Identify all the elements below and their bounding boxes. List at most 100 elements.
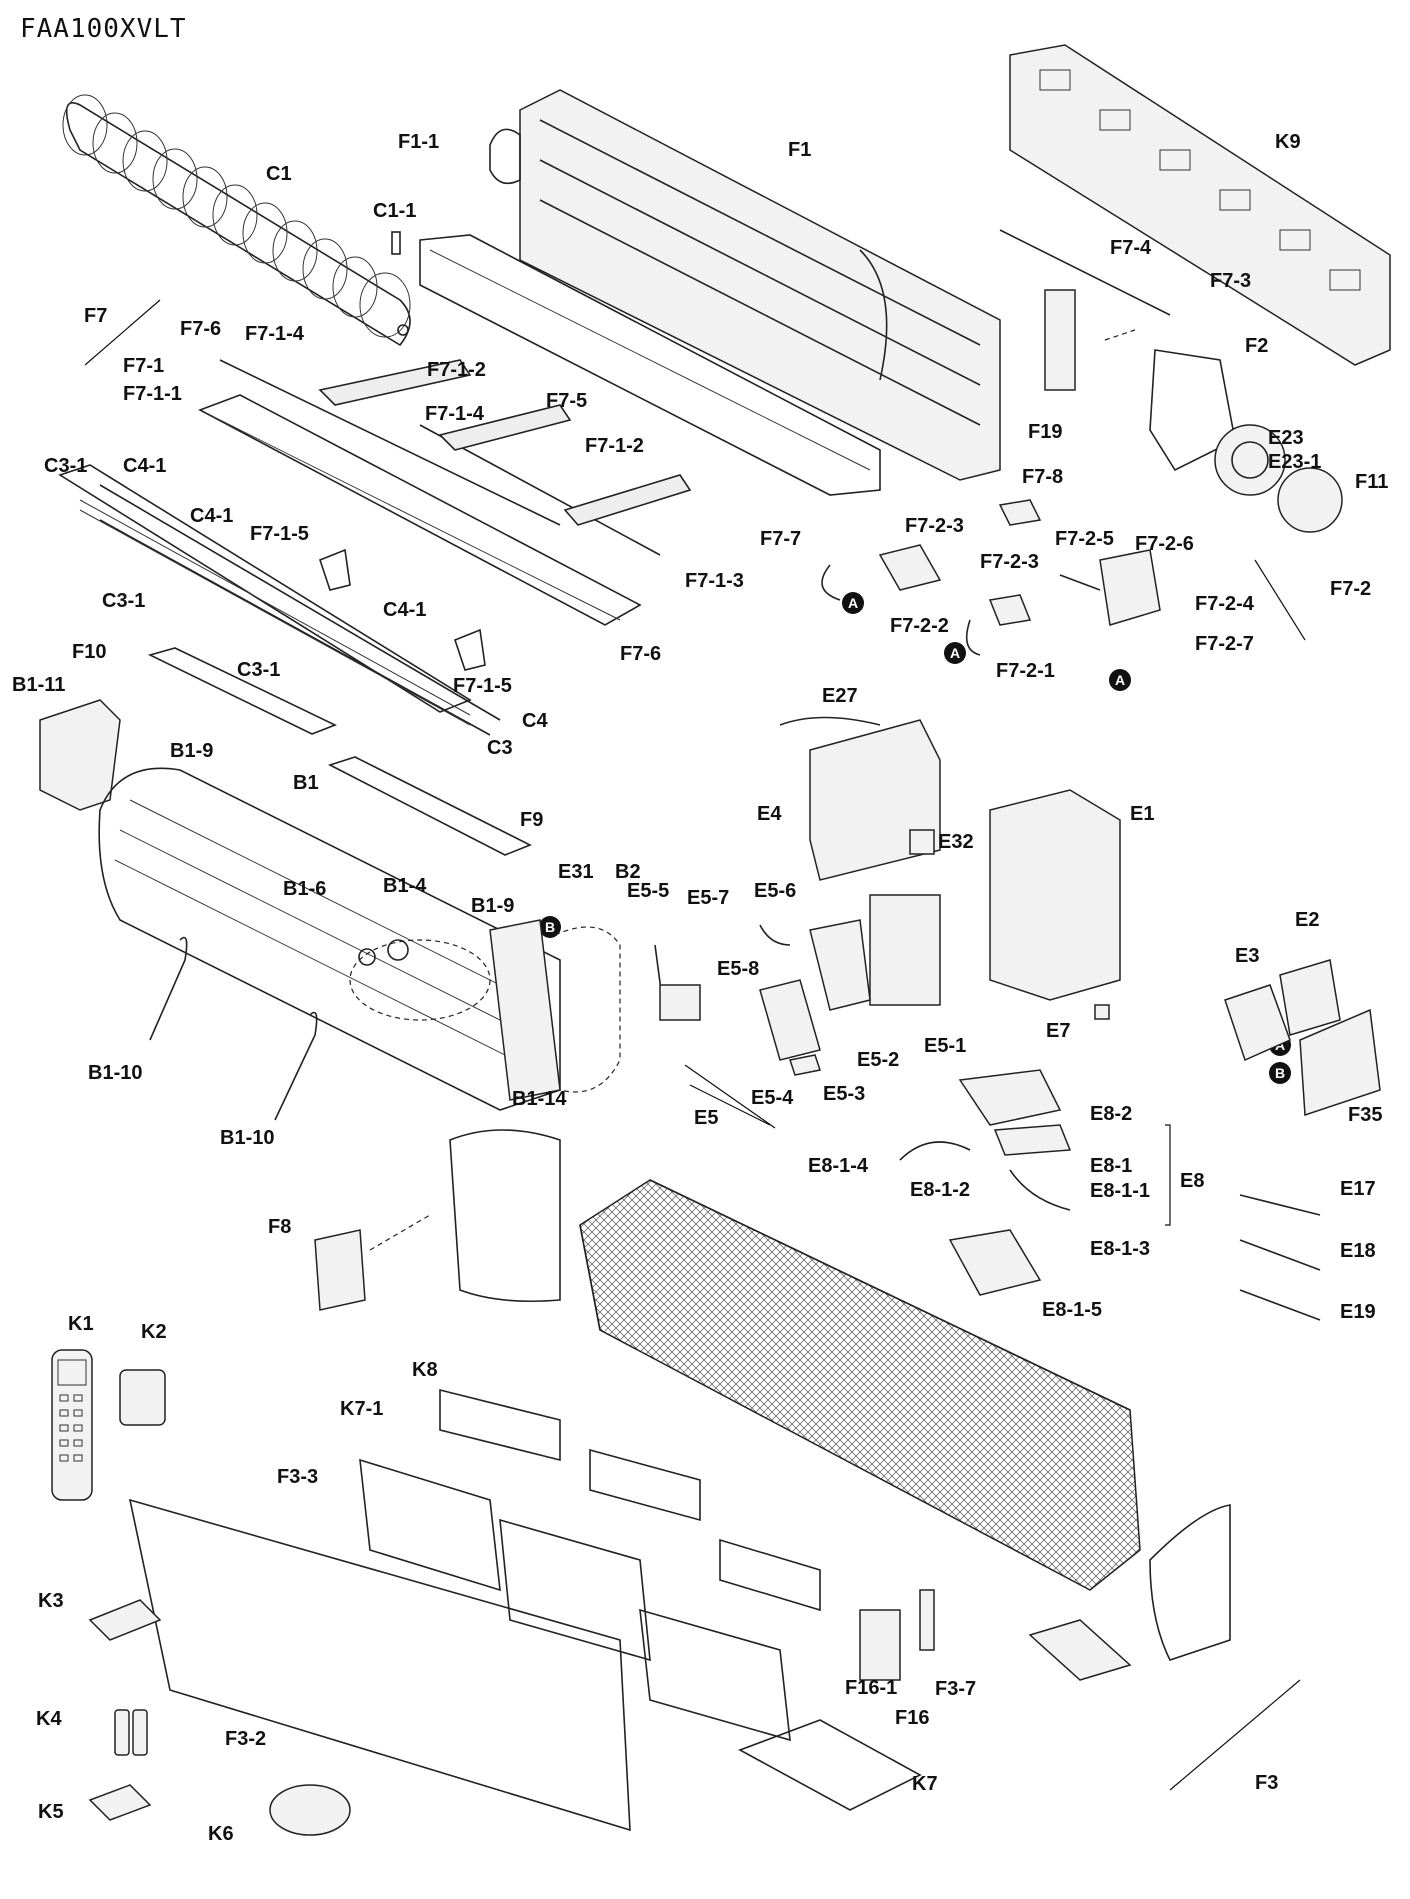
label-b1-9b: B1-9 [471,895,514,917]
label-b1-14: B1-14 [512,1088,567,1110]
control-board-drawing [899,1069,1171,1296]
label-f7-1-2a: F7-1-2 [427,359,486,381]
label-f7-1-5b: F7-1-5 [453,675,512,697]
part-e17-shape [1239,1194,1321,1216]
leader-e5 [684,1064,776,1129]
svg-text:A: A [950,645,960,661]
part-k5-shape [88,1784,152,1821]
label-f7-6a: F7-6 [180,318,221,340]
label-e8: E8 [1180,1170,1204,1192]
label-e8-1: E8-1 [1090,1155,1132,1177]
part-f8-shape [314,1229,366,1311]
side-panel-right-shape [1149,1504,1231,1661]
part-f9-shape [327,756,532,856]
label-f3: F3 [1255,1772,1278,1794]
label-f3-7: F3-7 [935,1678,976,1700]
part-f10-shape [147,647,338,735]
label-e8-1-2: E8-1-2 [910,1179,970,1201]
label-f7-2: F7-2 [1330,578,1371,600]
label-e19: E19 [1340,1301,1376,1323]
label-e17: E17 [1340,1178,1376,1200]
label-e32: E32 [938,831,974,853]
label-f35: F35 [1348,1104,1382,1126]
label-e23: E23 [1268,427,1304,449]
label-e5-7: E5-7 [687,887,729,909]
heat-exchanger-drawing [98,767,621,1111]
drain-pan-drawing [58,464,501,736]
label-e8-1-3: E8-1-3 [1090,1238,1150,1260]
label-f7-4: F7-4 [1110,237,1152,259]
label-b1-10b: B1-10 [220,1127,274,1149]
label-f7-1-5a: F7-1-5 [250,523,309,545]
model-title: FAA100XVLT [20,14,187,44]
label-c4-1a: C4-1 [123,455,166,477]
label-e3: E3 [1235,945,1259,967]
label-f3-3: F3-3 [277,1466,318,1488]
label-e7: E7 [1046,1020,1070,1042]
label-c4-1c: C4-1 [383,599,426,621]
label-b1: B1 [293,772,319,794]
label-c4: C4 [522,710,548,732]
remote-holder-shape [119,1369,166,1426]
air-filter-drawing [359,1388,821,1742]
remote-controller-drawing [51,1349,93,1501]
label-f9: F9 [520,809,543,831]
label-f8: F8 [268,1216,291,1238]
part-e3-shape [1224,984,1291,1062]
label-c3: C3 [487,737,513,759]
part-b1-10b-shape [274,1011,318,1121]
part-e27-shape [779,716,881,726]
main-chassis-drawing [579,1179,1141,1591]
marker-a-1: A [842,592,864,614]
label-k3: K3 [38,1590,64,1612]
svg-text:B: B [1275,1065,1285,1081]
part-k6-shape [269,1784,351,1836]
label-f7-2-3a: F7-2-3 [905,515,964,537]
label-f7-2-2: F7-2-2 [890,615,949,637]
label-e8-1-5: E8-1-5 [1042,1299,1102,1321]
label-c1-1: C1-1 [373,200,416,222]
label-e5-1: E5-1 [924,1035,966,1057]
label-f7-5: F7-5 [546,390,587,412]
part-e32-shape [909,829,935,855]
swing-motor-drawing [821,499,1161,656]
marker-a-2: A [944,642,966,664]
label-b1-10a: B1-10 [88,1062,142,1084]
part-e7-shape [1094,1004,1110,1020]
label-f19: F19 [1028,421,1062,443]
label-f2: F2 [1245,335,1268,357]
part-e5-1-shape [869,894,941,1006]
part-f3-lower-shape [1028,1619,1132,1681]
label-e4: E4 [757,803,782,825]
label-c3-1a: C3-1 [44,455,87,477]
label-e5-3: E5-3 [823,1083,865,1105]
label-e2: E2 [1295,909,1319,931]
label-f3-2: F3-2 [225,1728,266,1750]
part-f3-7-shape [919,1589,935,1651]
label-c3-1c: C3-1 [237,659,280,681]
label-f7-2-7: F7-2-7 [1195,633,1254,655]
label-f7-3: F7-3 [1210,270,1251,292]
label-e5-5: E5-5 [627,880,669,902]
part-e4-shape [809,719,941,881]
label-f7-2-1: F7-2-1 [996,660,1055,682]
label-k7-1: K7-1 [340,1398,383,1420]
label-k9: K9 [1275,131,1301,153]
label-c1: C1 [266,163,292,185]
label-k5: K5 [38,1801,64,1823]
label-e5-4: E5-4 [751,1087,794,1109]
side-panel-left-shape [449,1129,561,1303]
terminal-block-drawing [654,919,871,1126]
svg-text:B: B [545,919,555,935]
label-f1-1: F1-1 [398,131,439,153]
label-f7-1-3: F7-1-3 [685,570,744,592]
label-b1-11: B1-11 [12,674,65,696]
label-f16: F16 [895,1707,929,1729]
front-frame-drawing [419,89,1001,496]
label-f7-2-6: F7-2-6 [1135,533,1194,555]
cross-flow-fan-drawing [62,94,411,347]
batteries-drawing [114,1709,148,1756]
part-e19-shape [1239,1289,1321,1321]
